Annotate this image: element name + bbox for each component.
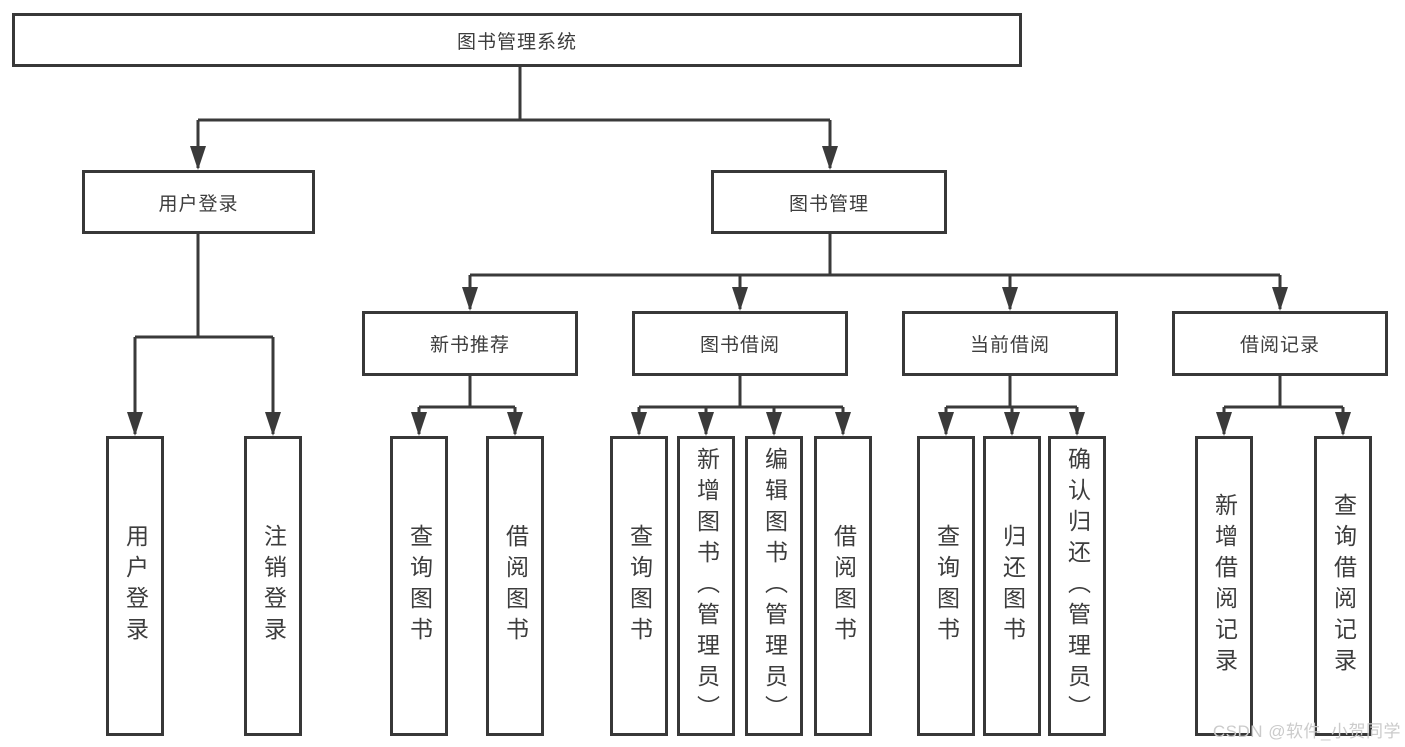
node-label: 当前借阅: [969, 335, 1050, 356]
leaf-label: 确认归还（管理员）: [1064, 446, 1091, 726]
leaf-user-login: 用户登录: [106, 436, 164, 736]
node-current-borrow: 当前借阅: [902, 311, 1118, 376]
leaf-return-book: 归还图书: [983, 436, 1041, 736]
leaf-confirm-return-admin: 确认归还（管理员）: [1048, 436, 1106, 736]
leaf-label: 借阅图书: [830, 524, 857, 648]
node-label: 图书管理: [788, 193, 869, 215]
leaf-query-books-borrow: 查询图书: [610, 436, 668, 736]
leaf-query-books-current: 查询图书: [917, 436, 975, 736]
csdn-watermark: CSDN @软件_小贺同学: [1212, 722, 1401, 741]
leaf-logout: 注销登录: [244, 436, 302, 736]
leaf-label: 查询图书: [933, 524, 960, 648]
arrow-down-icons: [127, 146, 1351, 436]
node-root-library-system: 图书管理系统: [12, 13, 1022, 67]
leaf-edit-book-admin: 编辑图书（管理员）: [745, 436, 803, 736]
leaf-label: 归还图书: [999, 524, 1026, 648]
leaf-label: 编辑图书（管理员）: [761, 446, 788, 726]
leaf-label: 借阅图书: [502, 524, 529, 648]
leaf-query-borrow-record: 查询借阅记录: [1314, 436, 1372, 736]
node-label: 借阅记录: [1239, 335, 1320, 356]
node-label: 图书管理系统: [456, 31, 577, 53]
leaf-label: 用户登录: [122, 524, 149, 648]
node-label: 用户登录: [158, 193, 239, 215]
leaf-label: 查询图书: [626, 524, 653, 648]
leaf-add-borrow-record: 新增借阅记录: [1195, 436, 1253, 736]
node-borrow-records: 借阅记录: [1172, 311, 1388, 376]
leaf-label: 新增图书（管理员）: [693, 446, 720, 726]
node-new-book-recommend: 新书推荐: [362, 311, 578, 376]
leaf-borrow-books-recommend: 借阅图书: [486, 436, 544, 736]
leaf-query-books-recommend: 查询图书: [390, 436, 448, 736]
leaf-label: 注销登录: [260, 524, 287, 648]
node-user-login: 用户登录: [82, 170, 315, 234]
node-label: 图书借阅: [699, 335, 780, 356]
node-book-borrow: 图书借阅: [632, 311, 848, 376]
node-book-management: 图书管理: [711, 170, 947, 234]
connector-path: [133, 66, 1345, 434]
node-label: 新书推荐: [429, 335, 510, 356]
leaf-add-book-admin: 新增图书（管理员）: [677, 436, 735, 736]
leaf-borrow-books-borrow: 借阅图书: [814, 436, 872, 736]
leaf-label: 新增借阅记录: [1211, 493, 1238, 679]
leaf-label: 查询图书: [406, 524, 433, 648]
leaf-label: 查询借阅记录: [1330, 493, 1357, 679]
